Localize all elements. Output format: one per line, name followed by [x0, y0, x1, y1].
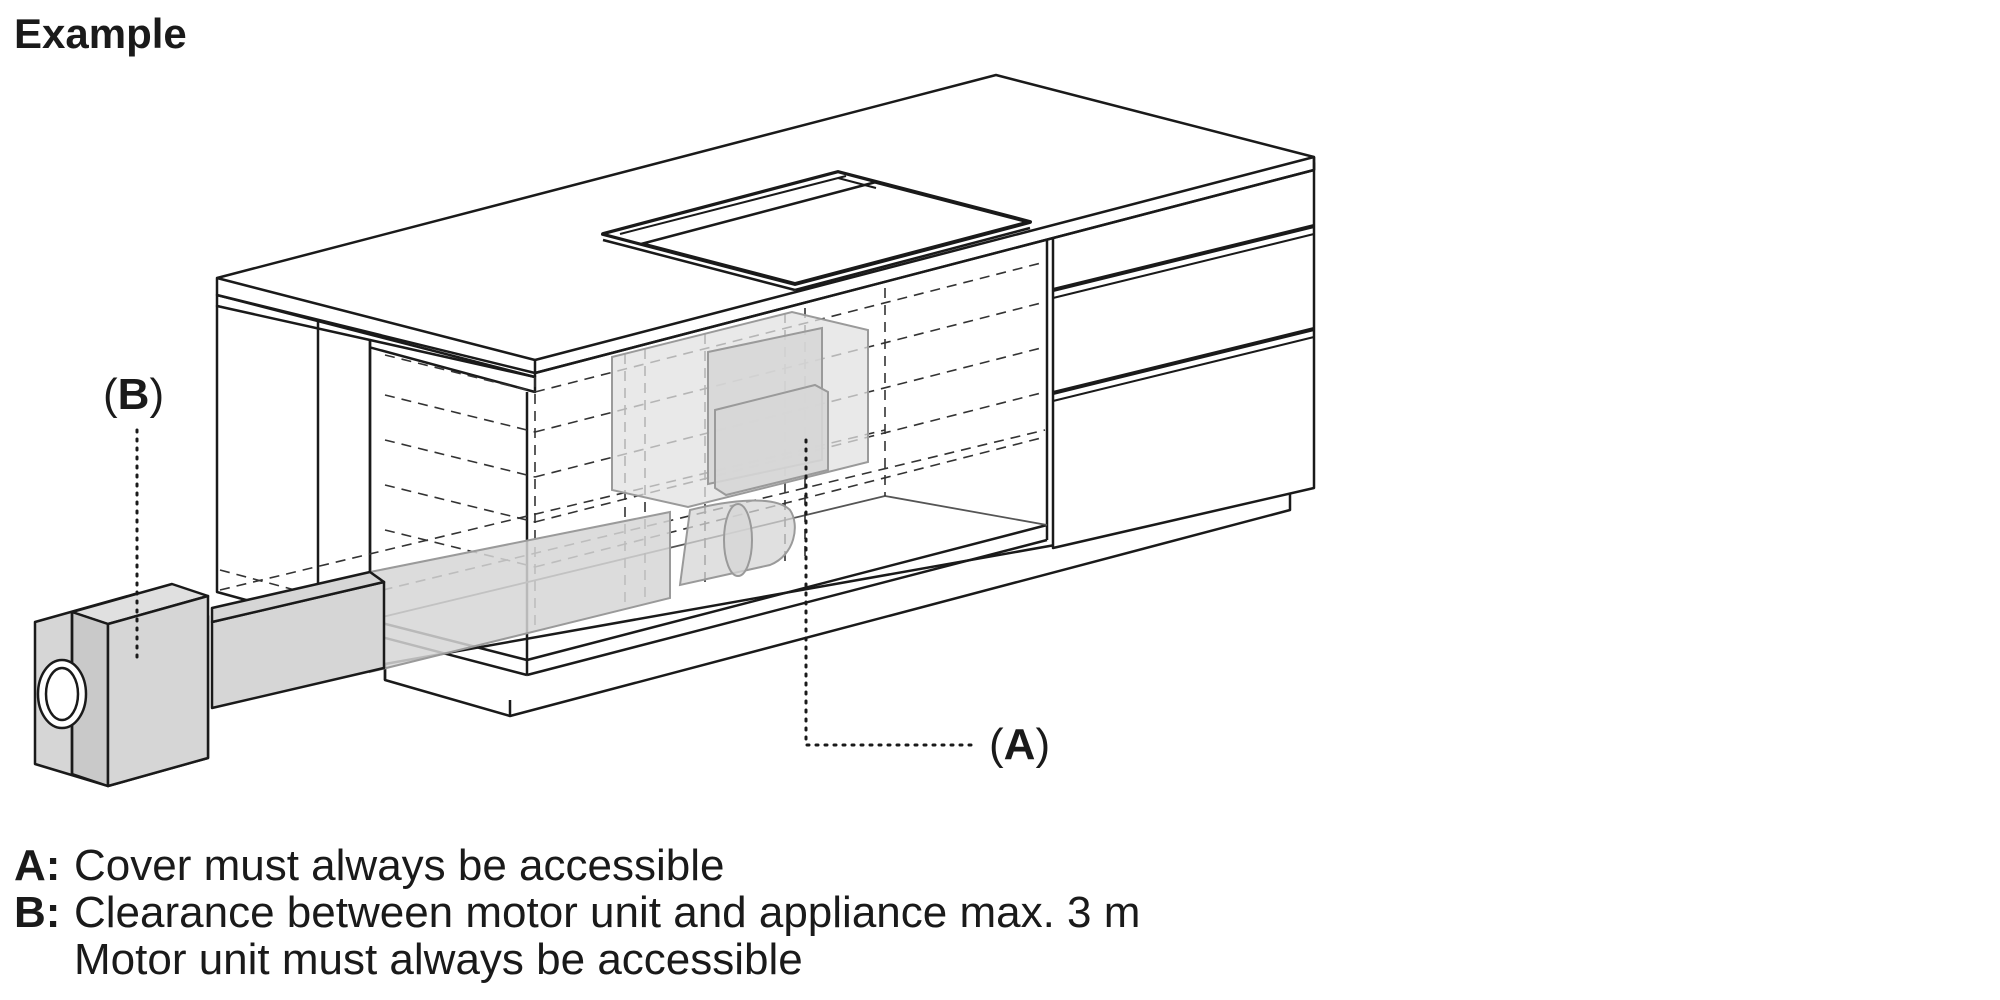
legend: A: Cover must always be accessible B: Cl… — [14, 842, 1140, 983]
legend-text: Cover must always be accessible — [74, 841, 725, 890]
cooktop-with-vent — [601, 170, 1032, 292]
motor-unit-assembly — [33, 570, 386, 788]
motor-unit — [33, 582, 210, 788]
legend-row-a: A: Cover must always be accessible — [14, 842, 1140, 889]
leader-a — [804, 438, 980, 747]
callout-b-label: (B) — [103, 370, 164, 419]
legend-text: Clearance between motor unit and applian… — [74, 888, 1141, 937]
drawer-cabinet — [1051, 161, 1316, 550]
kitchen-island — [215, 73, 1316, 718]
legend-key — [14, 936, 74, 983]
island-left-panel — [215, 293, 537, 636]
diagram-title: Example — [14, 10, 187, 57]
callout-a-label: (A) — [989, 720, 1050, 769]
legend-key: A: — [14, 841, 61, 890]
legend-text: Motor unit must always be accessible — [74, 935, 803, 984]
exhaust-duct-system — [369, 310, 869, 674]
callout-leaders — [135, 428, 980, 747]
vent-cover — [714, 383, 829, 497]
legend-row-b-continued: Motor unit must always be accessible — [14, 936, 1140, 983]
legend-row-b: B: Clearance between motor unit and appl… — [14, 889, 1140, 936]
legend-key: B: — [14, 888, 61, 937]
